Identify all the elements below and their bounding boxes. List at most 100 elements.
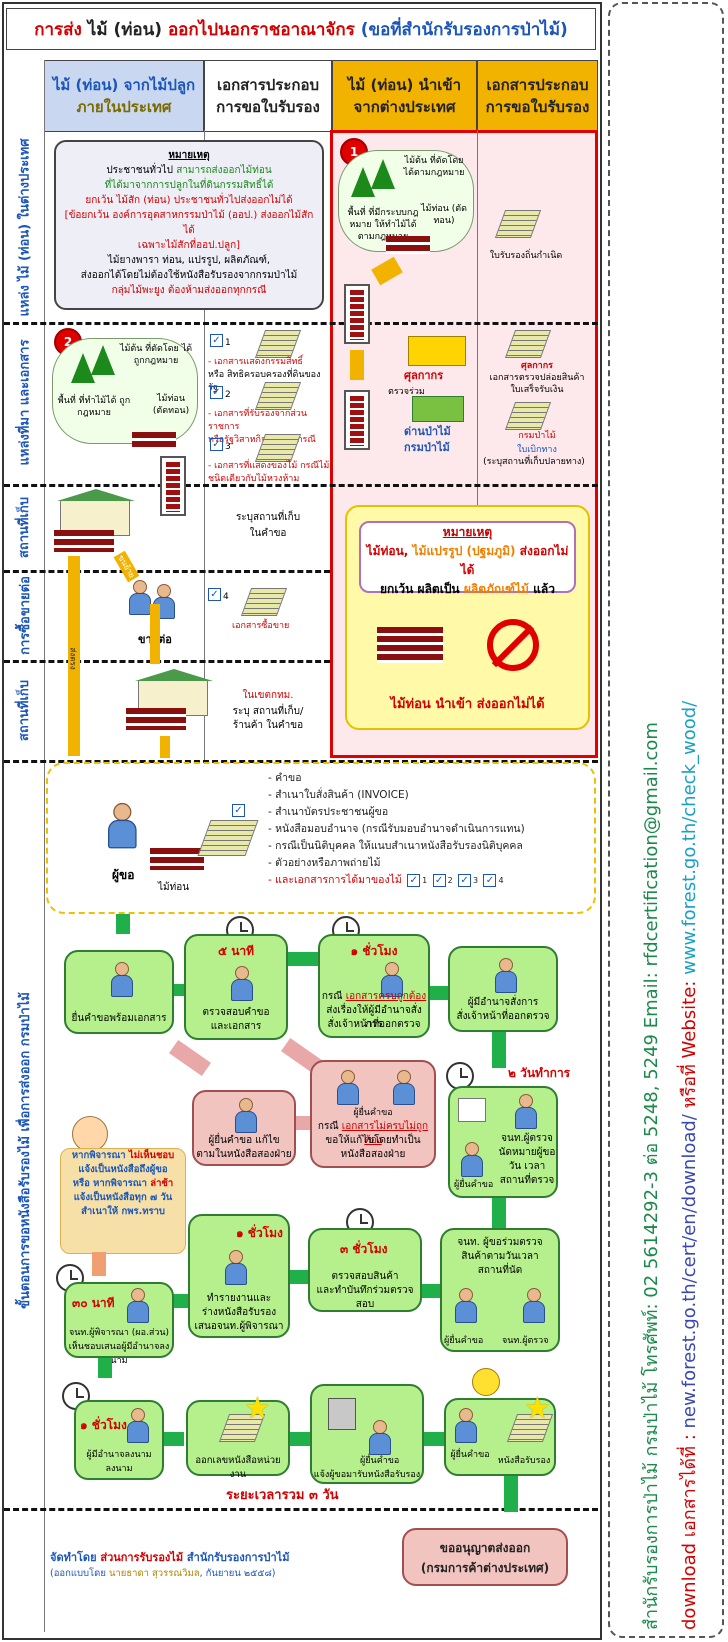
- row-label-storage-2: สถานที่เก็บ: [17, 679, 33, 741]
- step-notify-applicant: ผู้ยื่นคำขอ แจ้งผู้ขอมารับหนังสือรับรอง: [310, 1384, 424, 1484]
- note1-line: [ข้อยกเว้น องค์การอุตสาหกรรมป่าไม้ (ออป.…: [64, 210, 314, 236]
- director-computer-icon: [126, 1288, 149, 1323]
- step-submit: ยื่นคำขอพร้อมเอกสาร: [64, 950, 174, 1034]
- domestic-docs-list: ✓1 - เอกสารแสดงกรรมสิทธิ์หรือ สิทธิครอบค…: [208, 330, 330, 486]
- step-receive-certificate: ★ ผู้ยื่นคำขอ หนังสือรับรอง: [444, 1394, 556, 1476]
- requirement-item: - หนังสือมอบอำนาจ (กรณีรับมอบอำนาจดำเนิน…: [268, 823, 525, 835]
- arrow-right-icon: [290, 1432, 310, 1446]
- imported-land-label: พื้นที่ ที่มีกระบบกฎหมาย ให้ทำไม้ได้ตามก…: [347, 208, 419, 242]
- arrow-left-icon: [172, 1294, 188, 1308]
- forest-checkpoint-icon: [412, 396, 464, 422]
- doc3-line: - เอกสารที่แสดงของไม้ กรณีไม้: [208, 461, 330, 471]
- applicant-icon: [460, 1142, 483, 1177]
- requirement-item: - และเอกสารการได้มาของไม้: [268, 874, 402, 886]
- requirement-item: - คำขอ: [268, 772, 302, 784]
- header-imported-line1: ไม้ (ท่อน) นำเข้า: [347, 76, 462, 94]
- checkbox-icon: ✓: [458, 873, 472, 887]
- officer-icon: [230, 966, 253, 1001]
- header-docs1-line2: การขอใบรับรอง: [216, 98, 320, 116]
- log-stack-icon: [150, 848, 204, 870]
- download-link[interactable]: new.forest.go.th/cert/en/download/: [679, 1114, 700, 1429]
- arrow-right-icon: [174, 984, 186, 996]
- row-label-resale: การซื้อขายต่อ: [17, 575, 33, 655]
- customs-building-icon: [408, 336, 466, 366]
- doc-ref: 4: [498, 876, 504, 885]
- reject-line: หรือ หากพิจารณา: [72, 1178, 147, 1189]
- step-label-line: หนังสือรับรอง: [497, 1456, 551, 1466]
- transport-arrow: [160, 736, 170, 758]
- header-docs-2: เอกสารประกอบ การขอใบรับรอง: [477, 60, 598, 132]
- step-label-line: เห็นชอบเสนอผู้มีอำนาจลงนาม: [68, 1342, 170, 1366]
- imported-log-label: ไม้ท่อน (ตัดทอน): [420, 204, 467, 226]
- tree-icon: [371, 159, 395, 189]
- document-stack-icon: [254, 382, 302, 410]
- resale-doc-label: เอกสารซื้อขาย: [232, 621, 290, 631]
- inspector-icon: [522, 1288, 545, 1323]
- row-separator: [4, 484, 598, 487]
- column-divider: [204, 130, 205, 760]
- transport-arrow: [150, 604, 160, 664]
- contact-line-2: download เอกสารได้ที่ : new.forest.go.th…: [674, 701, 703, 1630]
- note1-line: ส่งออกได้โดยไม่ต้องใช้หนังสือรับรองจากกร…: [80, 270, 298, 281]
- domestic-tree-label: ไม้ต้น ที่ตัดโดย ได้ถูกกฎหมาย: [119, 344, 193, 366]
- domestic-land-label: พื้นที่ ที่ทำไม้ได้ ถูกกฎหมาย: [57, 396, 131, 418]
- website-link[interactable]: www.forest.go.th/check_wood/: [679, 700, 700, 975]
- row-label-source-abroad: แหล่ง ไม้ (ท่อน) ในต่างประเทศ: [17, 138, 33, 316]
- step-label-line: ลงนาม: [105, 1464, 133, 1474]
- step-appointment: ผู้ยื่นคำขอ จนท.ผู้ตรวจ นัดหมายผู้ขอ วัน…: [448, 1086, 558, 1198]
- calendar-icon: [458, 1098, 486, 1122]
- note2-text: แล้ว: [528, 582, 555, 596]
- smiley-icon: [472, 1368, 500, 1396]
- row-label-storage: สถานที่เก็บ: [17, 496, 33, 558]
- note1-line: ไม้ยางพารา ท่อน, แปรรูป, ผลิตภัณฑ์,: [107, 255, 271, 266]
- page-title: การส่ง ไม้ (ท่อน) ออกไปนอกราชอาณาจักร (ข…: [6, 8, 596, 50]
- logs-label: ไม้ท่อน: [158, 882, 190, 893]
- truck-icon: [344, 390, 370, 450]
- step-label-line: ผู้มีอำนาจลงนาม: [86, 1450, 152, 1460]
- reject-line: แจ้งเป็นหนังสือถึงผู้ขอ: [78, 1164, 168, 1175]
- note1-line: สามารถส่งออกไม้ท่อน: [176, 165, 272, 176]
- forest-doc-label: กรมป่าไม้: [518, 431, 556, 441]
- doc-number: 1: [225, 338, 231, 348]
- document-stack-icon: [254, 434, 302, 462]
- doc3-line: ชนิดเดียวกับไม้หวงห้าม: [208, 474, 300, 484]
- credits-design: (ออกแบบโดย นายธาดา สุวรรณวิมล, กันยายน ๒…: [50, 1566, 276, 1581]
- direct-send-arrow: [68, 556, 80, 756]
- header-imported-line2: จากต่างประเทศ: [353, 98, 456, 116]
- doc-number: 2: [225, 390, 231, 400]
- requirement-item: - กรณีเป็นนิติบุคคล ให้แนบสำเนาหนังสือรั…: [268, 840, 523, 852]
- note1-line: ที่ได้มาจากการปลูกในที่ดินกรรมสิทธิ์ได้: [104, 180, 274, 191]
- domestic-forest-bubble: ไม้ต้น ที่ตัดโดย ได้ถูกกฎหมาย พื้นที่ ที…: [52, 338, 198, 444]
- column-divider: [44, 60, 45, 1632]
- customs-label: ศุลกากร: [404, 369, 444, 382]
- step-label-line: จนท.ผู้ตรวจ: [502, 1336, 549, 1346]
- reject-line: หากพิจารณา: [71, 1150, 126, 1161]
- contact-email[interactable]: Email: rfdcertification@gmail.com: [641, 722, 662, 1029]
- step-inspect-goods: ๓ ชั่วโมง ตรวจสอบสินค้า และทำบันทึกร่วมต…: [308, 1228, 422, 1312]
- step-time: ๓๐ นาที: [72, 1296, 115, 1310]
- phone-icon: [328, 1398, 356, 1430]
- title-part-2: ไม้ (ท่อน): [87, 19, 163, 40]
- officer-desk-icon: [110, 962, 133, 997]
- step-sign: ๑ ชั่วโมง ผู้มีอำนาจลงนาม ลงนาม: [74, 1400, 164, 1480]
- export-permit-box: ขออนุญาตส่งออก (กรมการค้าต่างประเทศ): [402, 1528, 568, 1586]
- title-part-1: การส่ง: [34, 19, 82, 40]
- checkbox-icon: ✓: [208, 588, 221, 601]
- step-label-line: กรณี: [317, 1121, 339, 1132]
- reject-line: แจ้งเป็นหนังสือทุก ๗ วัน: [73, 1192, 173, 1203]
- step-forward: ๑ ชั่วโมง กรณี เอกสารครบถูกต้อง ส่งเรื่อ…: [318, 934, 430, 1038]
- arrow-left-icon: [288, 1270, 308, 1284]
- doc1-line: - เอกสารแสดงกรรมสิทธิ์: [208, 357, 303, 367]
- forest-doc-line: ใบเบิกทาง: [517, 445, 557, 455]
- step-incomplete-docs: ผู้ยื่นคำขอ กรณี เอกสารไม่ครบไม่ถูกต้อง …: [310, 1060, 436, 1168]
- total-duration: ระยะเวลารวม ๓ วัน: [226, 1488, 339, 1503]
- requirement-item: - ตัวอย่างหรือภาพถ่ายไม้: [268, 857, 381, 869]
- step-time: ๑ ชั่วโมง: [236, 1226, 283, 1240]
- step-label-line: และเอกสาร: [210, 1021, 262, 1032]
- step-label-line: แจ้งผู้ขอมารับหนังสือรับรอง: [313, 1470, 421, 1480]
- arrow-right-icon: [424, 1432, 444, 1446]
- arrow-right-icon: [288, 952, 318, 966]
- doc-ref: 2: [447, 876, 453, 885]
- log-stack-icon: [377, 627, 443, 663]
- credits-org-name: ส่วนการรับรองไม้: [100, 1551, 184, 1564]
